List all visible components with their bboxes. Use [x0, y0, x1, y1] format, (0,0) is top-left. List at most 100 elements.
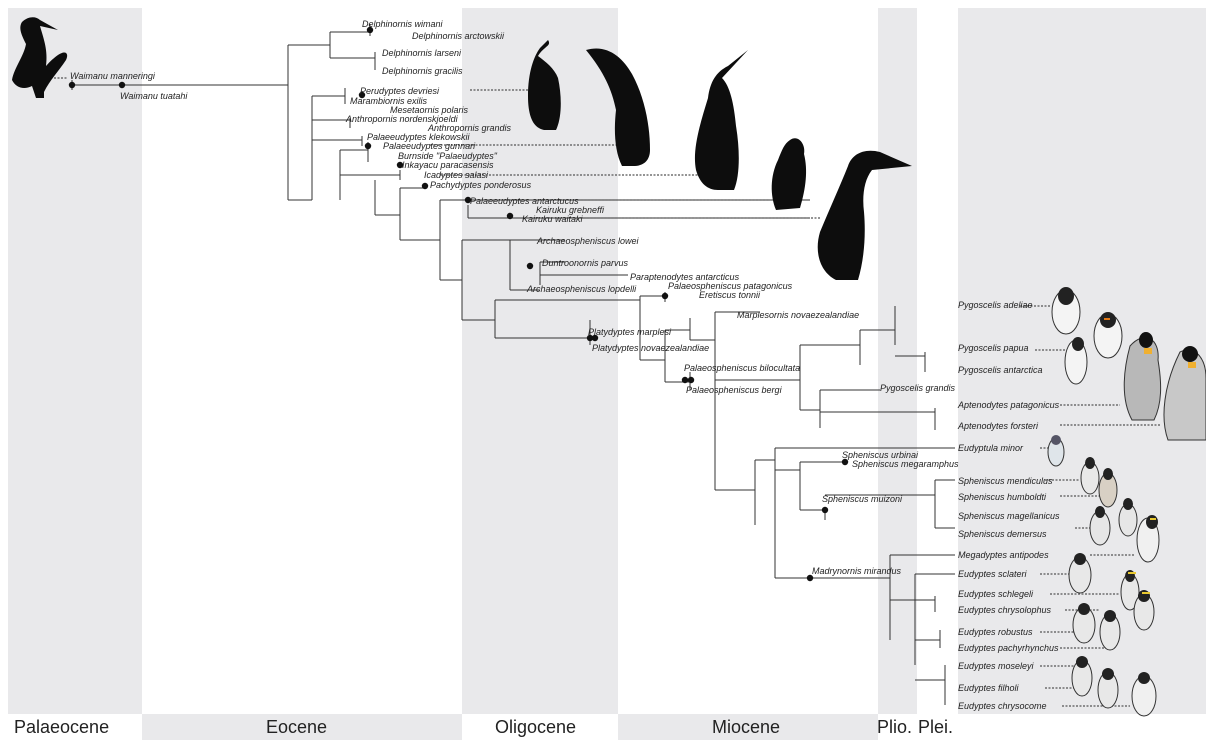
node-dot: [464, 196, 472, 204]
gentoo-penguin-illustration: [1093, 312, 1123, 359]
taxon-label: Aptenodytes forsteri: [957, 421, 1039, 431]
taxon-label: Archaeospheniscus lowei: [536, 236, 640, 246]
node-dot: [586, 334, 594, 342]
epoch-label-oligocene: Oligocene: [495, 717, 576, 737]
taxon-label: Anthropornis grandis: [427, 123, 512, 133]
adelie-penguin-illustration: [1051, 287, 1081, 335]
epoch-strip-eocene: [142, 714, 462, 740]
penguin-silhouette-mid: [771, 138, 807, 210]
taxon-label: Paraptenodytes antarcticus: [630, 272, 740, 282]
epoch-label-pleistocene: Plei.: [918, 717, 953, 737]
node-dot: [396, 161, 404, 169]
spheniscus-illustration-3: [1089, 506, 1111, 546]
taxon-label: Madrynornis mirandus: [812, 566, 902, 576]
epoch-label-eocene: Eocene: [266, 717, 327, 737]
taxon-label: Palaeeudyptes gunnari: [383, 141, 476, 151]
yellow-eyed-penguin-illustration: [1136, 515, 1160, 563]
taxon-label: Eudyptes pachyrhynchus: [958, 643, 1059, 653]
epoch-band-pliocene: [878, 8, 917, 714]
node-dot: [681, 376, 689, 384]
penguin-silhouette-tall-2: [694, 50, 748, 190]
epoch-label-pliocene: Plio.: [877, 717, 912, 737]
taxon-label: Aptenodytes patagonicus: [957, 400, 1060, 410]
penguin-silhouette-tall-1: [586, 48, 650, 166]
extant-penguin-illustrations: [1047, 287, 1206, 717]
taxon-label: Pygoscelis grandis: [880, 383, 956, 393]
penguin-silhouettes: [12, 17, 912, 280]
taxon-label: Spheniscus humboldti: [958, 492, 1047, 502]
little-penguin-illustration: [1047, 435, 1065, 467]
taxon-label: Inkayacu paracasensis: [402, 160, 494, 170]
eudyptes-illustration-3: [1072, 603, 1096, 644]
node-dot: [591, 334, 599, 342]
spheniscus-illustration-2: [1098, 468, 1118, 508]
taxon-label: Perudyptes devriesi: [360, 86, 440, 96]
taxon-label: Delphinornis larseni: [382, 48, 462, 58]
taxon-label: Eudyptes chrysocome: [958, 701, 1047, 711]
taxon-label: Anthropornis nordenskjoeldi: [345, 114, 459, 124]
taxon-label: Eudyptes sclateri: [958, 569, 1028, 579]
eudyptes-illustration-6: [1071, 656, 1093, 697]
king-penguin-illustration: [1123, 332, 1162, 421]
taxon-label: Spheniscus muizoni: [822, 494, 903, 504]
node-dot: [506, 212, 514, 220]
taxon-label: Waimanu tuatahi: [120, 91, 188, 101]
epoch-strip-miocene: [618, 714, 878, 740]
eudyptes-illustration-8: [1131, 672, 1157, 717]
taxon-label: Kairuku waitaki: [522, 214, 584, 224]
node-dot: [364, 142, 372, 150]
node-dot: [421, 182, 429, 190]
node-dot: [841, 458, 849, 466]
taxon-label: Kairuku grebneffi: [536, 205, 605, 215]
node-dot: [358, 91, 366, 99]
taxon-label: Palaeeudyptes antarctucus: [470, 196, 579, 206]
taxon-label: Platydyptes novaezealandiae: [592, 343, 709, 353]
waimanu-silhouette: [12, 17, 68, 98]
fossil-node-dots: [68, 26, 849, 582]
taxon-label: Pygoscelis adeliae: [958, 300, 1033, 310]
taxon-label: Palaeospheniscus bergi: [686, 385, 783, 395]
taxon-label: Megadyptes antipodes: [958, 550, 1049, 560]
taxon-label: Spheniscus demersus: [958, 529, 1047, 539]
taxon-label: Delphinornis arctowskii: [412, 31, 505, 41]
taxon-label: Eudyptes moseleyi: [958, 661, 1035, 671]
taxon-label: Marplesornis novaezealandiae: [737, 310, 859, 320]
eudyptes-illustration-5: [1133, 590, 1155, 631]
taxon-label: Spheniscus magellanicus: [958, 511, 1060, 521]
epoch-label-palaeocene: Palaeocene: [14, 717, 109, 737]
taxon-label: Delphinornis gracilis: [382, 66, 463, 76]
taxon-label: Palaeospheniscus patagonicus: [668, 281, 793, 291]
node-dot: [118, 81, 126, 89]
taxon-label: Spheniscus urbinai: [842, 450, 919, 460]
taxon-label: Archaeospheniscus lopdelli: [526, 284, 637, 294]
eudyptes-illustration-4: [1099, 610, 1121, 651]
taxon-label: Eudyptes filholi: [958, 683, 1020, 693]
node-dot: [526, 262, 534, 270]
spheniscus-illustration-1: [1080, 457, 1100, 495]
taxon-label: Spheniscus megaramphus: [852, 459, 959, 469]
taxon-label: Pygoscelis antarctica: [958, 365, 1043, 375]
node-dot: [661, 292, 669, 300]
emperor-penguin-illustration: [1163, 346, 1206, 441]
eudyptes-illustration-7: [1097, 668, 1119, 709]
illustration-connectors: [40, 77, 1160, 707]
taxon-label: Burnside "Palaeudyptes": [398, 151, 498, 161]
taxon-label: Eudyptula minor: [958, 443, 1024, 453]
taxon-label: Eretiscus tonnii: [699, 290, 761, 300]
taxon-label: Platydyptes marplesi: [588, 327, 672, 337]
epoch-band-palaeocene: [8, 8, 142, 714]
taxon-label: Eudyptes schlegeli: [958, 589, 1034, 599]
node-dot: [687, 376, 695, 384]
taxon-label: Eudyptes chrysolophus: [958, 605, 1052, 615]
taxon-labels: Waimanu manneringi Waimanu tuatahi Delph…: [70, 19, 1060, 711]
spheniscus-illustration-4: [1118, 498, 1138, 537]
taxon-label: Palaeeudyptes klekowskii: [367, 132, 471, 142]
node-dot: [366, 26, 374, 34]
chinstrap-penguin-illustration: [1064, 337, 1088, 385]
taxon-label: Eudyptes robustus: [958, 627, 1033, 637]
taxon-label: Mesetaornis polaris: [390, 105, 469, 115]
taxon-label: Icadyptes salasi: [424, 170, 489, 180]
taxon-label: Delphinornis wimani: [362, 19, 444, 29]
taxon-label: Duntroonornis parvus: [542, 258, 629, 268]
